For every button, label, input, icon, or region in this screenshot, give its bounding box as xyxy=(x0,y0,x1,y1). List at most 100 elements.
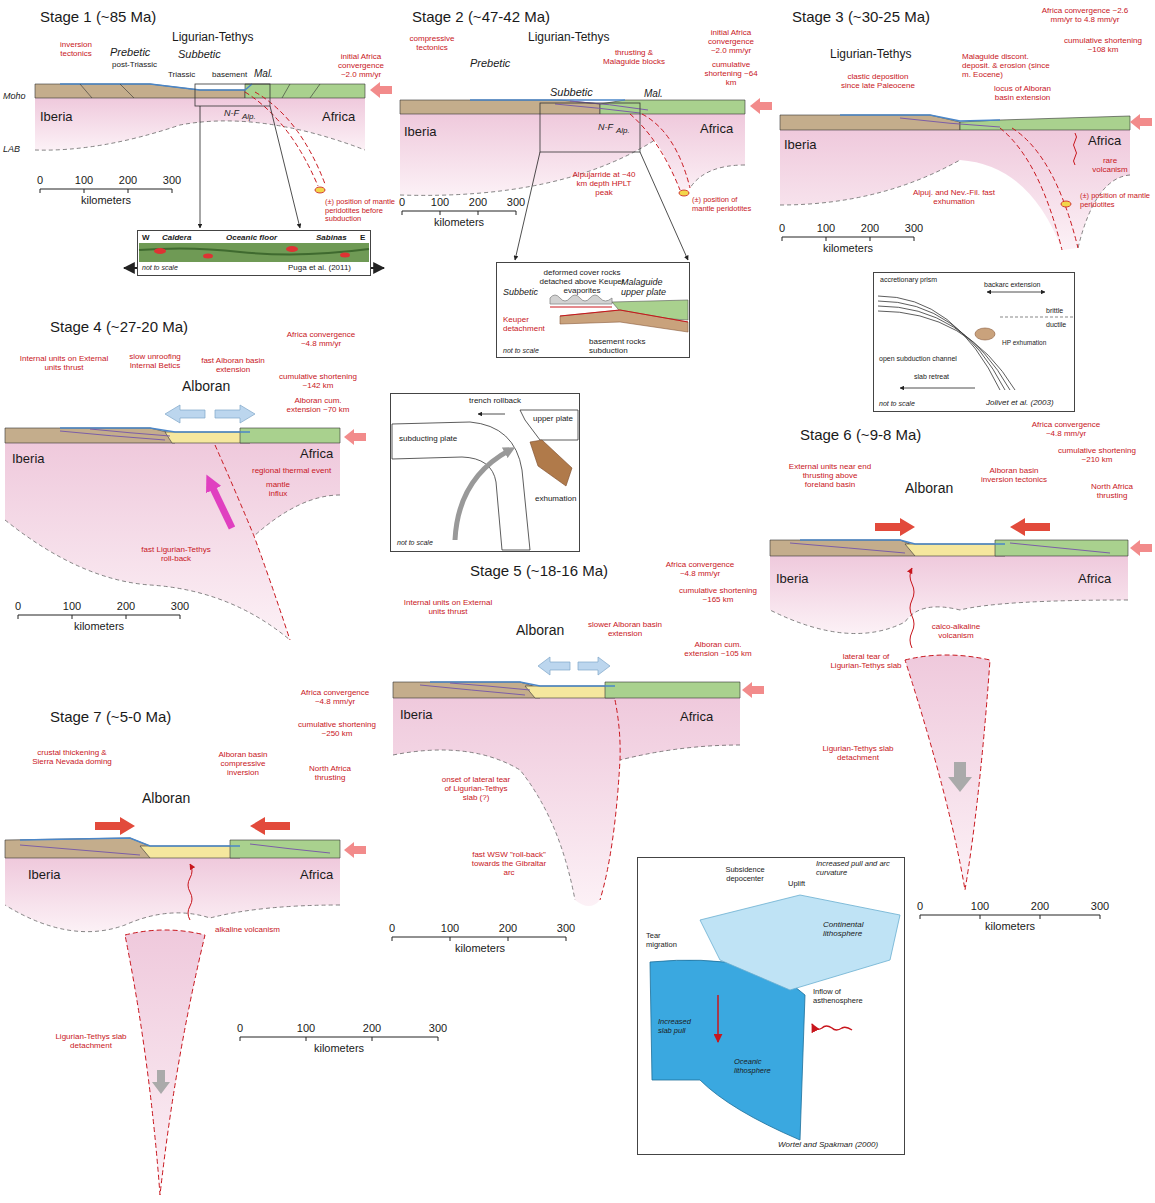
inset-text: open subduction channel xyxy=(879,355,957,363)
jolivet-sketch-shape xyxy=(1015,292,1045,293)
section-label: Africa xyxy=(300,447,333,462)
jolivet-sketch xyxy=(878,292,1073,390)
section-label: kilometers xyxy=(59,620,139,633)
inset-panel: WCalderaOceanic floorSabinasEnot to scal… xyxy=(137,230,371,276)
section-label: 0 xyxy=(905,900,935,913)
stage-5-section-shape xyxy=(420,683,530,695)
puga-image-shape xyxy=(203,254,213,259)
inset-text: not to scale xyxy=(879,400,915,408)
section-label: N-F xyxy=(598,122,613,132)
inset-panel: accretionary prismbackarc extensionbritt… xyxy=(873,272,1075,412)
stage-1-section-shape xyxy=(60,84,252,90)
stage-title: Stage 2 (~47-42 Ma) xyxy=(412,8,612,25)
inset-text: Sabinas xyxy=(316,233,347,242)
section-label: 300 xyxy=(165,600,195,613)
annotation-text: North Africa thrusting xyxy=(1082,482,1142,500)
stage-title: Alboran xyxy=(182,378,230,394)
section-label: 100 xyxy=(965,900,995,913)
stage-5-section-shape xyxy=(393,698,740,906)
annotation-text: (±) position of mantle peridotites befor… xyxy=(325,198,397,224)
stage-6-section-shape xyxy=(1010,518,1050,536)
stage-1-section-shape xyxy=(195,84,270,106)
stage-6-section-shape xyxy=(875,518,915,536)
detachment-sketch-shape xyxy=(560,310,688,322)
annotation-text: cumulative shortening ~108 km xyxy=(1058,36,1148,54)
stage-3-section-shape xyxy=(780,130,1130,250)
stage-3-section-shape xyxy=(780,160,1130,248)
stage-4-section-shape xyxy=(60,429,170,440)
stage-3-section-shape xyxy=(1000,128,1078,250)
stage-6-section-shape xyxy=(800,540,1005,544)
stage-2-section-shape xyxy=(679,190,689,196)
annotation-text: rare volcanism xyxy=(1090,156,1130,174)
section-label: Alp. xyxy=(242,112,256,121)
stage-title: Stage 3 (~30-25 Ma) xyxy=(792,8,992,25)
section-label: 200 xyxy=(855,222,885,235)
stage-4-section-shape xyxy=(165,432,250,443)
inset-text: Oceanic floor xyxy=(226,233,277,242)
stage-4-section-shape xyxy=(5,443,340,640)
section-label: 300 xyxy=(157,174,187,187)
stage-2-section-shape xyxy=(400,100,600,114)
inset-text: not to scale xyxy=(397,539,433,547)
stage-7-section-shape xyxy=(188,864,192,920)
inset-text: accretionary prism xyxy=(880,276,937,284)
stage-2-section-shape xyxy=(600,100,745,114)
annotation-text: Alboran cum. extension ~105 km xyxy=(680,640,756,658)
section-label: 200 xyxy=(1025,900,1055,913)
stage-2-section-shape xyxy=(400,140,745,195)
annotation-text: Internal units on External units thrust xyxy=(18,354,110,372)
annotation-text: Internal units on External units thrust xyxy=(400,598,496,616)
stage-5-section xyxy=(392,657,764,941)
section-label: 300 xyxy=(899,222,929,235)
inset-text: Inflow of asthenosphere xyxy=(813,988,875,1005)
annotation-text: alkaline volcanism xyxy=(215,925,280,934)
stage-1-section-shape xyxy=(270,106,300,228)
wortel-sketch xyxy=(650,895,900,1140)
section-label: Iberia xyxy=(40,110,73,125)
section-label: Africa xyxy=(680,710,713,725)
section-label: Iberia xyxy=(784,138,817,153)
inset-text: Subsidence depocenter xyxy=(718,866,772,883)
section-label: post-Triassic xyxy=(112,60,157,69)
detachment-sketch xyxy=(550,295,688,332)
rollback-sketch-shape xyxy=(455,450,510,540)
stage-2-section-shape xyxy=(402,211,516,215)
stage-2-section-shape xyxy=(540,103,640,152)
annotation-text: cumulative shortening ~210 km xyxy=(1055,446,1139,464)
stage-2-section xyxy=(400,98,772,260)
wortel-sketch-shape xyxy=(717,995,719,1042)
annotation-text: Alpuj. and Nev.-Fil. fast exhumation xyxy=(912,188,996,206)
stage-1-section-shape xyxy=(315,187,325,193)
annotation-text: slow unroofing Internal Betics xyxy=(124,352,186,370)
stage-5-section-shape xyxy=(742,682,764,698)
stage-1-section-shape xyxy=(200,106,201,228)
jolivet-sketch-shape xyxy=(987,292,1015,293)
annotation-text: Africa convergence ~4.8 mm/yr xyxy=(1028,420,1104,438)
stage-7-section-shape xyxy=(152,1070,170,1094)
section-label: 200 xyxy=(113,174,143,187)
stage-title: Stage 7 (~5-0 Ma) xyxy=(50,708,250,725)
stage-7-section-shape xyxy=(95,817,135,835)
inset-text: exhumation xyxy=(535,494,576,503)
jolivet-sketch-shape xyxy=(975,328,995,340)
annotation-text: thrusting & Malaguide blocks xyxy=(598,48,670,66)
rollback-sketch-shape xyxy=(478,414,505,415)
detachment-sketch-shape xyxy=(560,310,688,332)
inset-text: Oceanic lithosphere xyxy=(734,1058,794,1075)
section-label: Ligurian-Tethys xyxy=(172,31,253,45)
detachment-sketch-shape xyxy=(550,307,612,308)
annotation-text: initial Africa convergence ~2.0 mm/yr xyxy=(700,28,762,56)
section-label: Iberia xyxy=(404,125,437,140)
stage-2-section-shape xyxy=(470,99,625,101)
annotation-text: Alpujarride at ~40 km depth HPLT peak xyxy=(572,170,636,198)
annotation-text: External units near end thrusting above … xyxy=(788,462,872,490)
inset-text: slab retreat xyxy=(914,373,949,381)
section-label: kilometers xyxy=(299,1042,379,1055)
stage-title: Alboran xyxy=(516,622,564,638)
wortel-sketch-shape xyxy=(650,960,805,1140)
rollback-sketch-shape xyxy=(520,410,578,440)
annotation-text: North Africa thrusting xyxy=(300,764,360,782)
annotation-text: Malaguide discont. deposit. & erosion (s… xyxy=(962,52,1052,80)
section-label: Mal. xyxy=(254,68,273,80)
